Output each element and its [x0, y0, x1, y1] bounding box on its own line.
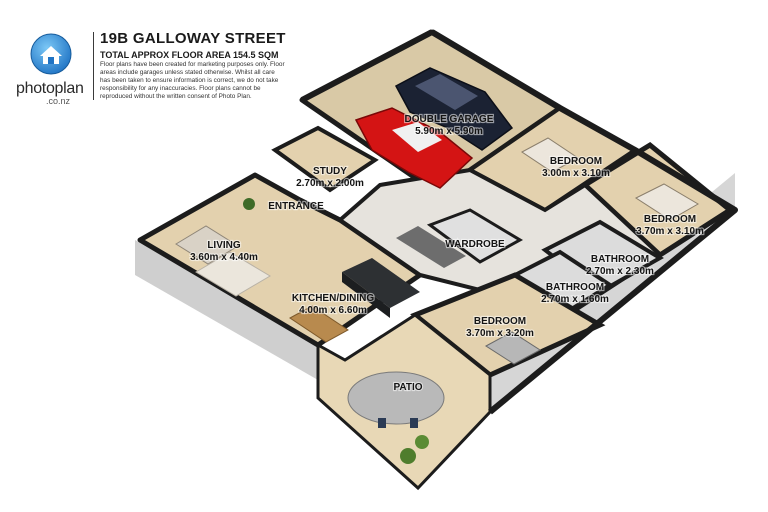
outer-wall-top-left — [300, 29, 434, 103]
svg-text:STUDY: STUDY — [313, 166, 347, 177]
patio-table — [347, 371, 445, 428]
bed-1 — [521, 137, 579, 173]
svg-text:2.70m x 2.30m: 2.70m x 2.30m — [586, 266, 654, 277]
car-red — [354, 107, 474, 189]
room-label-kitchen-dining: KITCHEN/DINING 4.00m x 6.60m — [291, 292, 376, 317]
svg-text:3.70m x 3.10m: 3.70m x 3.10m — [636, 226, 704, 237]
brand-domain: .co.nz — [46, 96, 71, 106]
kitchen-island — [342, 258, 420, 318]
svg-text:DOUBLE GARAGE: DOUBLE GARAGE — [405, 114, 494, 125]
disclaimer-text: Floor plans have been created for market… — [100, 61, 285, 100]
svg-text:BATHROOM: BATHROOM — [591, 254, 649, 265]
photoplan-logo — [14, 32, 88, 102]
wardrobe-floor — [426, 208, 524, 264]
room-label-bathroom-2: BATHROOM 2.70m x 1.60m — [540, 281, 610, 306]
svg-text:KITCHEN/DINING: KITCHEN/DINING — [292, 293, 374, 304]
car-blue — [394, 67, 514, 151]
room-label-garage: DOUBLE GARAGE 5.90m x 5.90m — [403, 113, 494, 138]
svg-text:BEDROOM: BEDROOM — [644, 214, 696, 225]
plant-living — [243, 198, 255, 210]
living-sofa — [175, 225, 239, 265]
svg-text:BEDROOM: BEDROOM — [550, 156, 602, 167]
svg-text:5.90m x 5.90m: 5.90m x 5.90m — [415, 126, 483, 137]
svg-text:BATHROOM: BATHROOM — [546, 282, 604, 293]
dining-table — [289, 305, 349, 343]
svg-text:ENTRANCE: ENTRANCE — [268, 201, 324, 212]
house-icon — [30, 33, 72, 75]
room-label-wardrobe: WARDROBE — [444, 238, 506, 251]
room-label-bedroom-3: BEDROOM 3.70m x 3.20m — [465, 315, 535, 340]
svg-text:4.00m x 6.60m: 4.00m x 6.60m — [299, 305, 367, 316]
svg-text:3.00m x 3.10m: 3.00m x 3.10m — [542, 168, 610, 179]
svg-text:WARDROBE: WARDROBE — [445, 239, 505, 250]
study-floor — [271, 125, 379, 193]
brand-name: photoplan — [16, 80, 84, 97]
svg-text:2.70m x 1.60m: 2.70m x 1.60m — [541, 294, 609, 305]
room-label-entrance: ENTRANCE — [267, 200, 325, 213]
living-rug — [195, 251, 271, 297]
room-label-bedroom-1: BEDROOM 3.00m x 3.10m — [541, 155, 611, 180]
svg-text:LIVING: LIVING — [207, 240, 241, 251]
svg-text:2.70m x 2.00m: 2.70m x 2.00m — [296, 178, 364, 189]
svg-text:PATIO: PATIO — [393, 382, 422, 393]
svg-text:3.70m x 3.20m: 3.70m x 3.20m — [466, 328, 534, 339]
room-label-living: LIVING 3.60m x 4.40m — [189, 239, 259, 264]
svg-text:3.60m x 4.40m: 3.60m x 4.40m — [190, 252, 258, 263]
kitchen-counter — [396, 226, 466, 268]
patio-plants — [400, 435, 429, 464]
property-title: 19B GALLOWAY STREET — [100, 30, 286, 47]
bed-2 — [634, 183, 699, 221]
outer-wall-right — [430, 29, 738, 415]
room-label-bedroom-2: BEDROOM 3.70m x 3.10m — [635, 213, 705, 238]
room-label-bathroom-1: BATHROOM 2.70m x 2.30m — [585, 253, 655, 278]
svg-text:BEDROOM: BEDROOM — [474, 316, 526, 327]
wall-side-left — [135, 240, 318, 380]
room-label-study: STUDY 2.70m x 2.00m — [295, 165, 365, 190]
room-label-patio: PATIO — [392, 381, 423, 394]
bed-3 — [485, 331, 541, 365]
header-divider — [93, 32, 94, 100]
floor-area-subtitle: TOTAL APPROX FLOOR AREA 154.5 SQM — [100, 50, 279, 60]
